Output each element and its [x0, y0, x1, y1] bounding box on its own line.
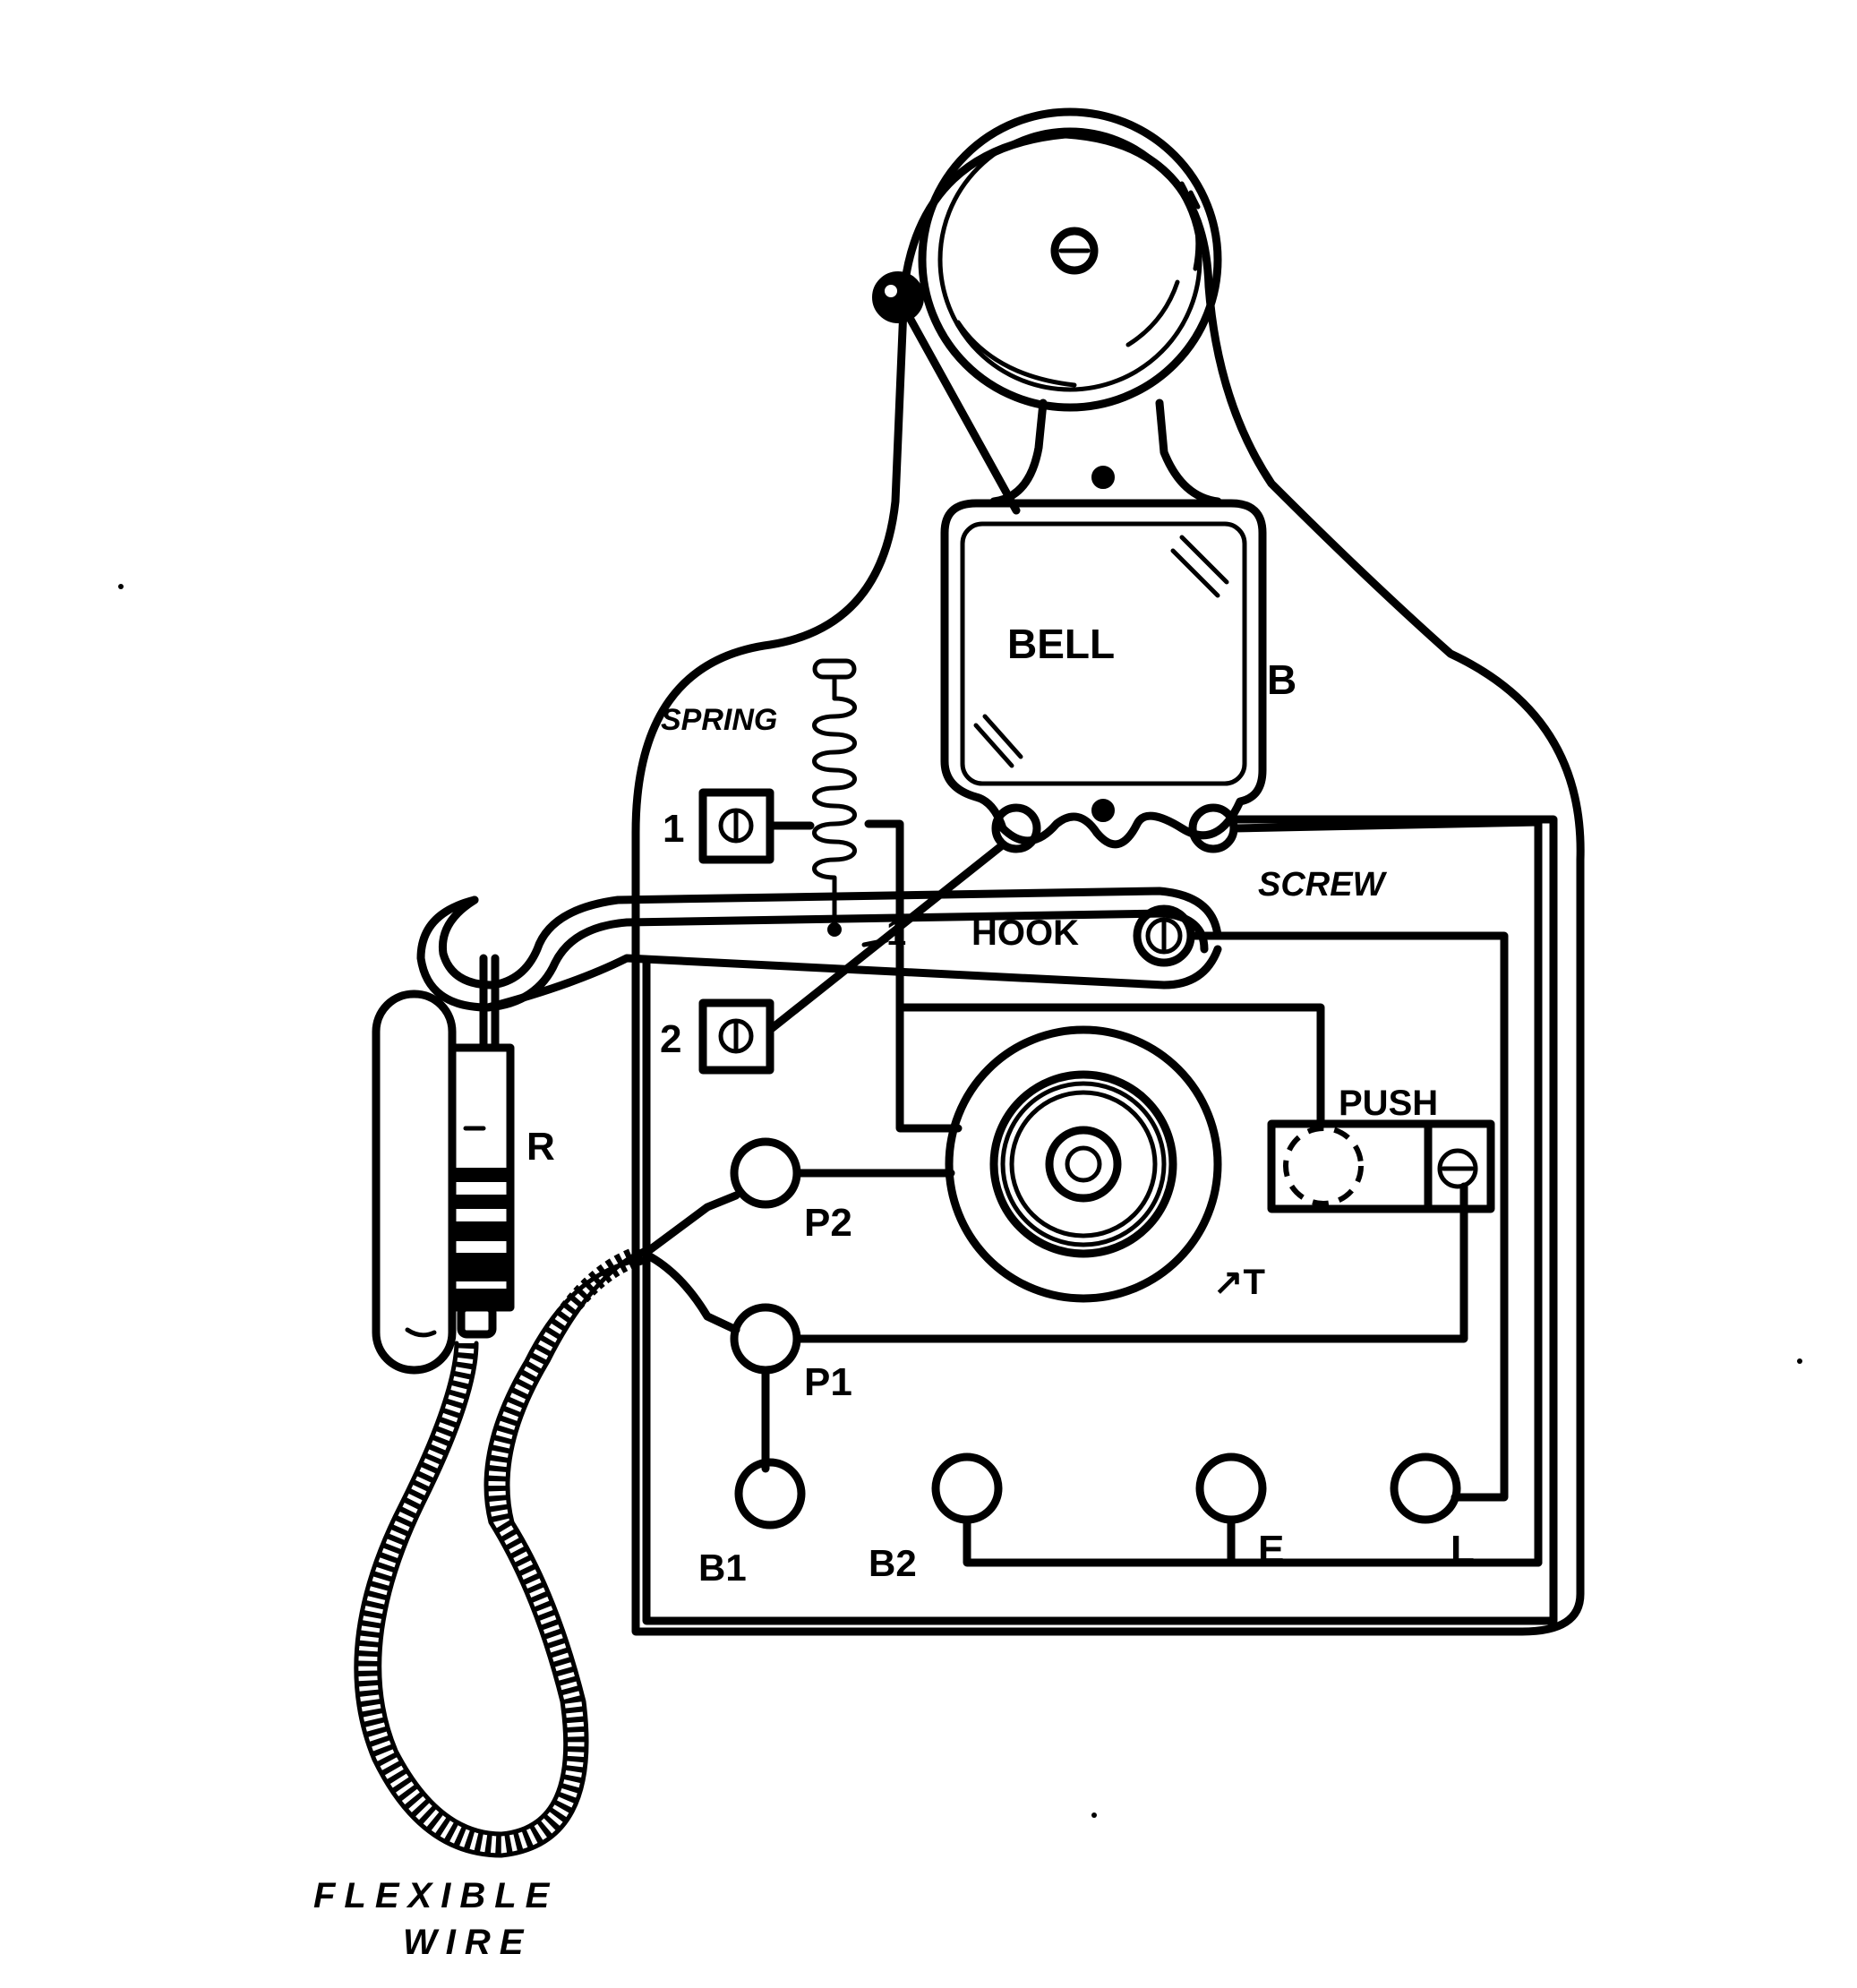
p1-label: P1	[804, 1360, 852, 1404]
switch-hook	[416, 887, 1222, 1012]
board-outline	[631, 130, 1585, 1636]
terminal-b2	[931, 1452, 1003, 1524]
bell-terminal-right	[1188, 803, 1238, 853]
p2-label: P2	[804, 1201, 852, 1245]
hook-label: HOOK	[971, 913, 1079, 953]
e-label: E	[1258, 1528, 1284, 1572]
bell-box-inner	[960, 521, 1247, 786]
push-label: PUSH	[1339, 1084, 1438, 1123]
bell-label: BELL	[1007, 621, 1115, 667]
terminal-2-block	[698, 998, 774, 1075]
wire-b2-e-bus	[963, 1515, 1543, 1567]
terminal-2-label: 2	[660, 1017, 681, 1061]
b2-label: B2	[869, 1542, 917, 1584]
spring-label: SPRING	[661, 703, 777, 737]
transmitter	[945, 1025, 1222, 1303]
hook-spring	[812, 658, 857, 937]
wire-hook-l	[1186, 931, 1509, 1502]
wire-t1-transmitter	[864, 819, 963, 1133]
terminal-1-block	[698, 788, 815, 864]
bracket-hole	[1091, 466, 1115, 489]
terminal-p2	[730, 1137, 801, 1209]
screw-label: SCREW	[1258, 866, 1388, 904]
bell-hammer-arm	[895, 296, 1021, 515]
transmitter-label: ↗T	[1213, 1263, 1265, 1302]
wire-push-p1	[792, 1182, 1468, 1343]
bell-terminal-left	[991, 803, 1041, 853]
push-button	[1267, 1119, 1495, 1213]
terminal-l	[1390, 1452, 1461, 1524]
flexible-cord	[354, 1191, 740, 1858]
inner-panel	[642, 815, 1558, 1625]
wire-t2-bell	[766, 842, 1006, 1034]
bell-box	[940, 499, 1267, 849]
bell-letter-label: B	[1267, 656, 1296, 703]
terminal-1-label: 1	[663, 807, 684, 851]
receiver	[372, 954, 515, 1375]
wire-push-top	[895, 1003, 1325, 1128]
bell-hammer-ball	[872, 271, 924, 323]
wire-label: WIRE	[403, 1923, 532, 1962]
gong-bell	[918, 107, 1222, 412]
l-label: L	[1451, 1528, 1475, 1572]
b1-label: B1	[698, 1547, 747, 1589]
terminal-e	[1195, 1452, 1267, 1524]
hook-number-label: 1	[886, 913, 906, 953]
wire-bell-right	[1229, 818, 1543, 1567]
terminal-p1	[730, 1303, 801, 1375]
bell-box-hole	[1091, 799, 1115, 822]
terminal-b1	[734, 1458, 806, 1530]
receiver-label: R	[526, 1125, 555, 1169]
flexible-label: FLEXIBLE	[313, 1876, 558, 1915]
